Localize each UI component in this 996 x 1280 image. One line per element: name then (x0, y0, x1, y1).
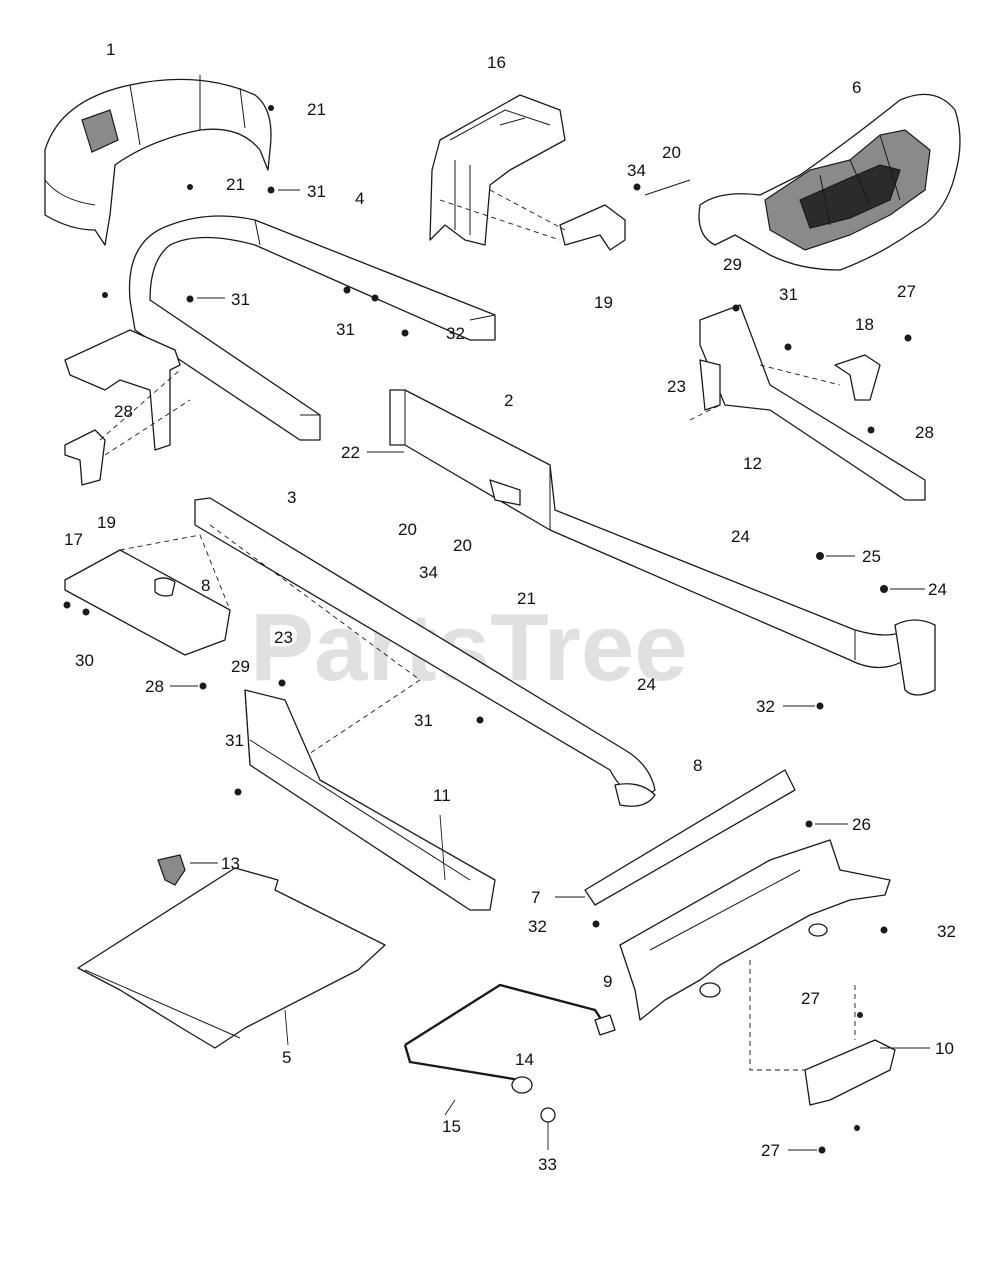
callout-28[interactable]: 28 (114, 402, 133, 421)
callout-24[interactable]: 24 (731, 527, 750, 546)
callout-8[interactable]: 8 (201, 576, 210, 595)
callout-32[interactable]: 32 (756, 697, 775, 716)
callout-28[interactable]: 28 (915, 423, 934, 442)
callout-33[interactable]: 33 (538, 1155, 557, 1174)
callout-31[interactable]: 31 (779, 285, 798, 304)
callout-3[interactable]: 3 (287, 488, 296, 507)
callout-34[interactable]: 34 (627, 161, 646, 180)
callout-30[interactable]: 30 (75, 651, 94, 670)
callout-29[interactable]: 29 (723, 255, 742, 274)
part-7-9-bracket[interactable] (584, 769, 891, 1021)
callout-31[interactable]: 31 (231, 290, 250, 309)
callout-27[interactable]: 27 (897, 282, 916, 301)
callout-21[interactable]: 21 (517, 589, 536, 608)
callout-24[interactable]: 24 (928, 580, 947, 599)
callout-32[interactable]: 32 (528, 917, 547, 936)
callout-31[interactable]: 31 (307, 182, 326, 201)
callout-5[interactable]: 5 (282, 1048, 291, 1067)
callout-8[interactable]: 8 (693, 756, 702, 775)
callout-4[interactable]: 4 (355, 189, 364, 208)
part-5-floor-pan[interactable] (77, 867, 386, 1049)
callout-6[interactable]: 6 (852, 78, 861, 97)
callout-20[interactable]: 20 (398, 520, 417, 539)
part-19-upper-bracket[interactable] (439, 179, 691, 251)
part-3-lower-rail[interactable] (194, 497, 656, 807)
part-4-upper-frame[interactable] (128, 215, 496, 441)
callout-20[interactable]: 20 (453, 536, 472, 555)
part-10-small-bracket[interactable] (749, 960, 896, 1106)
callout-15[interactable]: 15 (442, 1117, 461, 1136)
part-11-side-panel[interactable] (244, 689, 496, 911)
part-16-seat-bracket[interactable] (429, 94, 566, 246)
callout-23[interactable]: 23 (667, 377, 686, 396)
part-28-left-bracket[interactable] (64, 329, 191, 486)
callout-17[interactable]: 17 (64, 530, 83, 549)
callout-19[interactable]: 19 (594, 293, 613, 312)
hardware-fasteners (63, 105, 912, 1154)
callout-11[interactable]: 11 (433, 786, 451, 805)
callout-20[interactable]: 20 (662, 143, 681, 162)
callout-12[interactable]: 12 (743, 454, 762, 473)
callout-21[interactable]: 21 (307, 100, 326, 119)
callout-25[interactable]: 25 (862, 547, 881, 566)
callout-18[interactable]: 18 (855, 315, 874, 334)
callout-34[interactable]: 34 (419, 563, 438, 582)
callout-27[interactable]: 27 (761, 1141, 780, 1160)
callout-16[interactable]: 16 (487, 53, 506, 72)
leader-lines (170, 189, 930, 1151)
callout-22[interactable]: 22 (341, 443, 360, 462)
callout-31[interactable]: 31 (414, 711, 433, 730)
callout-31[interactable]: 31 (225, 731, 244, 750)
callout-9[interactable]: 9 (603, 972, 612, 991)
callout-28[interactable]: 28 (145, 677, 164, 696)
part-17-left-plate[interactable] (64, 534, 231, 656)
callout-2[interactable]: 2 (504, 391, 513, 410)
callout-labels: 1 16 6 21 21 31 4 34 20 19 31 31 32 29 3… (64, 40, 956, 1174)
callout-27[interactable]: 27 (801, 989, 820, 1008)
callout-21[interactable]: 21 (226, 175, 245, 194)
callout-29[interactable]: 29 (231, 657, 250, 676)
callout-32[interactable]: 32 (446, 324, 465, 343)
callout-23[interactable]: 23 (274, 628, 293, 647)
callout-1[interactable]: 1 (106, 40, 115, 59)
callout-14[interactable]: 14 (515, 1050, 534, 1069)
callout-26[interactable]: 26 (852, 815, 871, 834)
part-1-front-shield[interactable] (44, 75, 272, 246)
callout-7[interactable]: 7 (531, 888, 540, 907)
callout-24[interactable]: 24 (637, 675, 656, 694)
callout-31[interactable]: 31 (336, 320, 355, 339)
callout-19[interactable]: 19 (97, 513, 116, 532)
callout-10[interactable]: 10 (935, 1039, 954, 1058)
part-14-15-rod[interactable] (403, 983, 616, 1123)
part-13-knob[interactable] (157, 854, 186, 886)
part-6-footrest[interactable] (698, 93, 961, 271)
part-12-right-rail[interactable] (689, 304, 926, 501)
part-2-main-rail[interactable] (389, 389, 936, 696)
callout-32[interactable]: 32 (937, 922, 956, 941)
callout-13[interactable]: 13 (221, 854, 240, 873)
